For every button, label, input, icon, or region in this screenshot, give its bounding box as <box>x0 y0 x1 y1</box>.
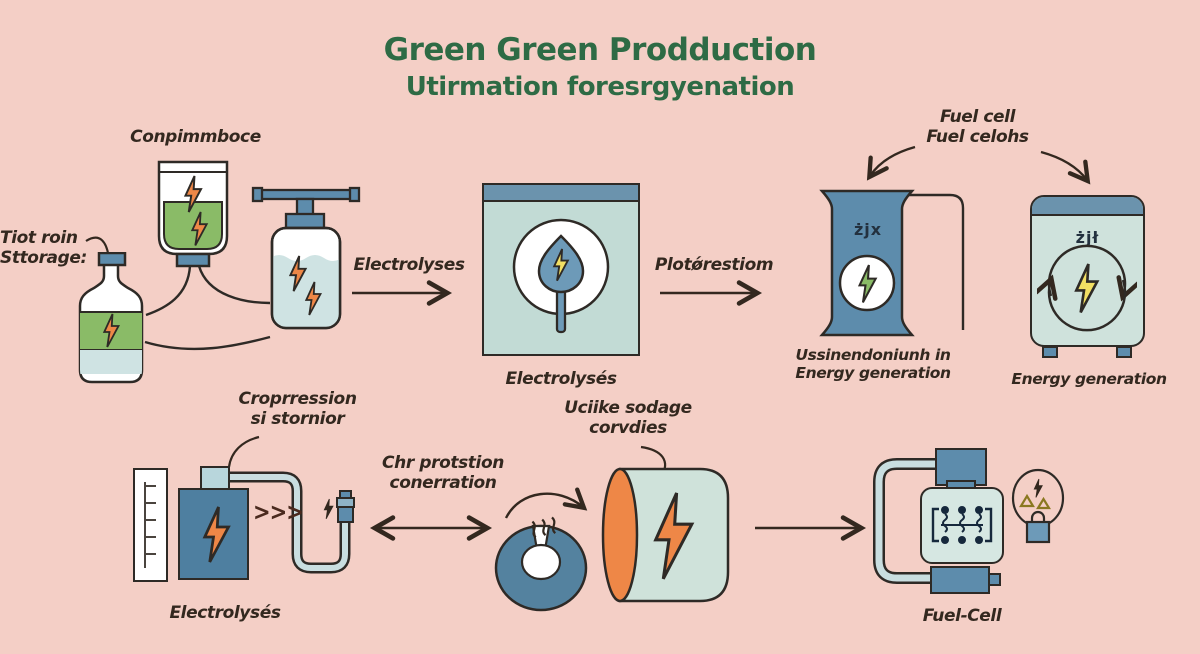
lightning-icon <box>202 506 231 563</box>
storage-tank-icon <box>601 467 730 603</box>
lightning-icon <box>102 313 121 348</box>
storage-bottle-icon <box>78 252 144 384</box>
lightning-icon <box>183 175 203 213</box>
lightning-icon <box>1074 263 1100 314</box>
generator-header <box>1032 197 1143 216</box>
generator-caption: Energy generation <box>1011 370 1167 388</box>
energy-cycle-icon <box>1037 244 1137 332</box>
fuelcell-top-stub <box>946 480 976 490</box>
lightning-icon <box>653 492 695 580</box>
gauge-ruler <box>133 468 168 582</box>
tube-electrolyser-fill <box>226 474 348 571</box>
fuelcell-caption: Fuel-Cell <box>922 606 1002 626</box>
converter-donut-icon <box>494 524 588 612</box>
generator-foot <box>1116 346 1132 358</box>
wire-canister <box>906 193 965 330</box>
tube-bottle-to-pump <box>144 335 271 351</box>
tube-fuelcell-loop-fill <box>875 460 940 582</box>
arrow2-label: Plotǿrestiom <box>654 255 774 275</box>
flow-chevrons: >>> <box>253 498 304 526</box>
indicator-bulb-icon <box>1011 468 1065 544</box>
lightning-icon <box>288 255 308 292</box>
canister-caption: Ussinendoniunh in Energy generation <box>795 346 951 383</box>
arrow1-label: Electrolyses <box>353 255 465 275</box>
conversion-label: Chr protstion conerration <box>382 453 504 494</box>
electrolyser-caption: Electrolysés <box>169 603 281 623</box>
arrow-fuelcell-left <box>866 145 916 181</box>
lightning-icon <box>552 248 570 282</box>
arrow-donut-arc <box>504 487 588 519</box>
pointer-compression-label <box>227 435 260 468</box>
tube-beaker-to-pump <box>197 265 271 305</box>
membrane-circuit-icon <box>931 506 993 544</box>
generator-code: żjł <box>1075 228 1100 247</box>
storage-label: Tiot roin Sttorage: <box>0 228 87 269</box>
fuelcell-bottom-port <box>930 566 990 594</box>
lightning-icon <box>857 264 878 303</box>
beaker-icon <box>157 160 229 268</box>
fuelcell-canister-icon <box>819 189 915 337</box>
lightning-icon <box>323 498 334 520</box>
electrolyzer-caption: Electrolysés <box>505 369 617 389</box>
lightning-icon <box>1033 478 1043 498</box>
gauge-ticks <box>144 482 156 568</box>
tube-beaker-to-bottle <box>145 265 192 317</box>
fuelcell-pointer-label: Fuel cell Fuel celohs <box>926 107 1029 148</box>
generator-foot <box>1042 346 1058 358</box>
pump-bottle-icon <box>251 186 361 330</box>
electrolyser-cap <box>200 466 230 490</box>
arrow-fuelcell-right <box>1040 150 1091 185</box>
electrolysis-box-header <box>484 185 638 202</box>
lightning-icon <box>190 211 209 246</box>
lightning-icon <box>304 281 323 316</box>
leaf-energy-icon <box>512 218 610 334</box>
heat-waves-icon <box>531 516 557 538</box>
fuelcell-bottom-tab <box>988 573 1001 586</box>
tank-label: Uciike sodage corvdies <box>564 398 692 439</box>
page-subtitle: Utirmation foresrgyenation <box>405 72 795 102</box>
page-title: Green Green Prodduction <box>383 32 817 68</box>
nozzle-icon <box>323 490 355 523</box>
compression-label: Croprression si stornior <box>238 389 357 430</box>
beaker-label: Conpimmboce <box>130 127 261 147</box>
canister-code: żjx <box>853 220 883 239</box>
